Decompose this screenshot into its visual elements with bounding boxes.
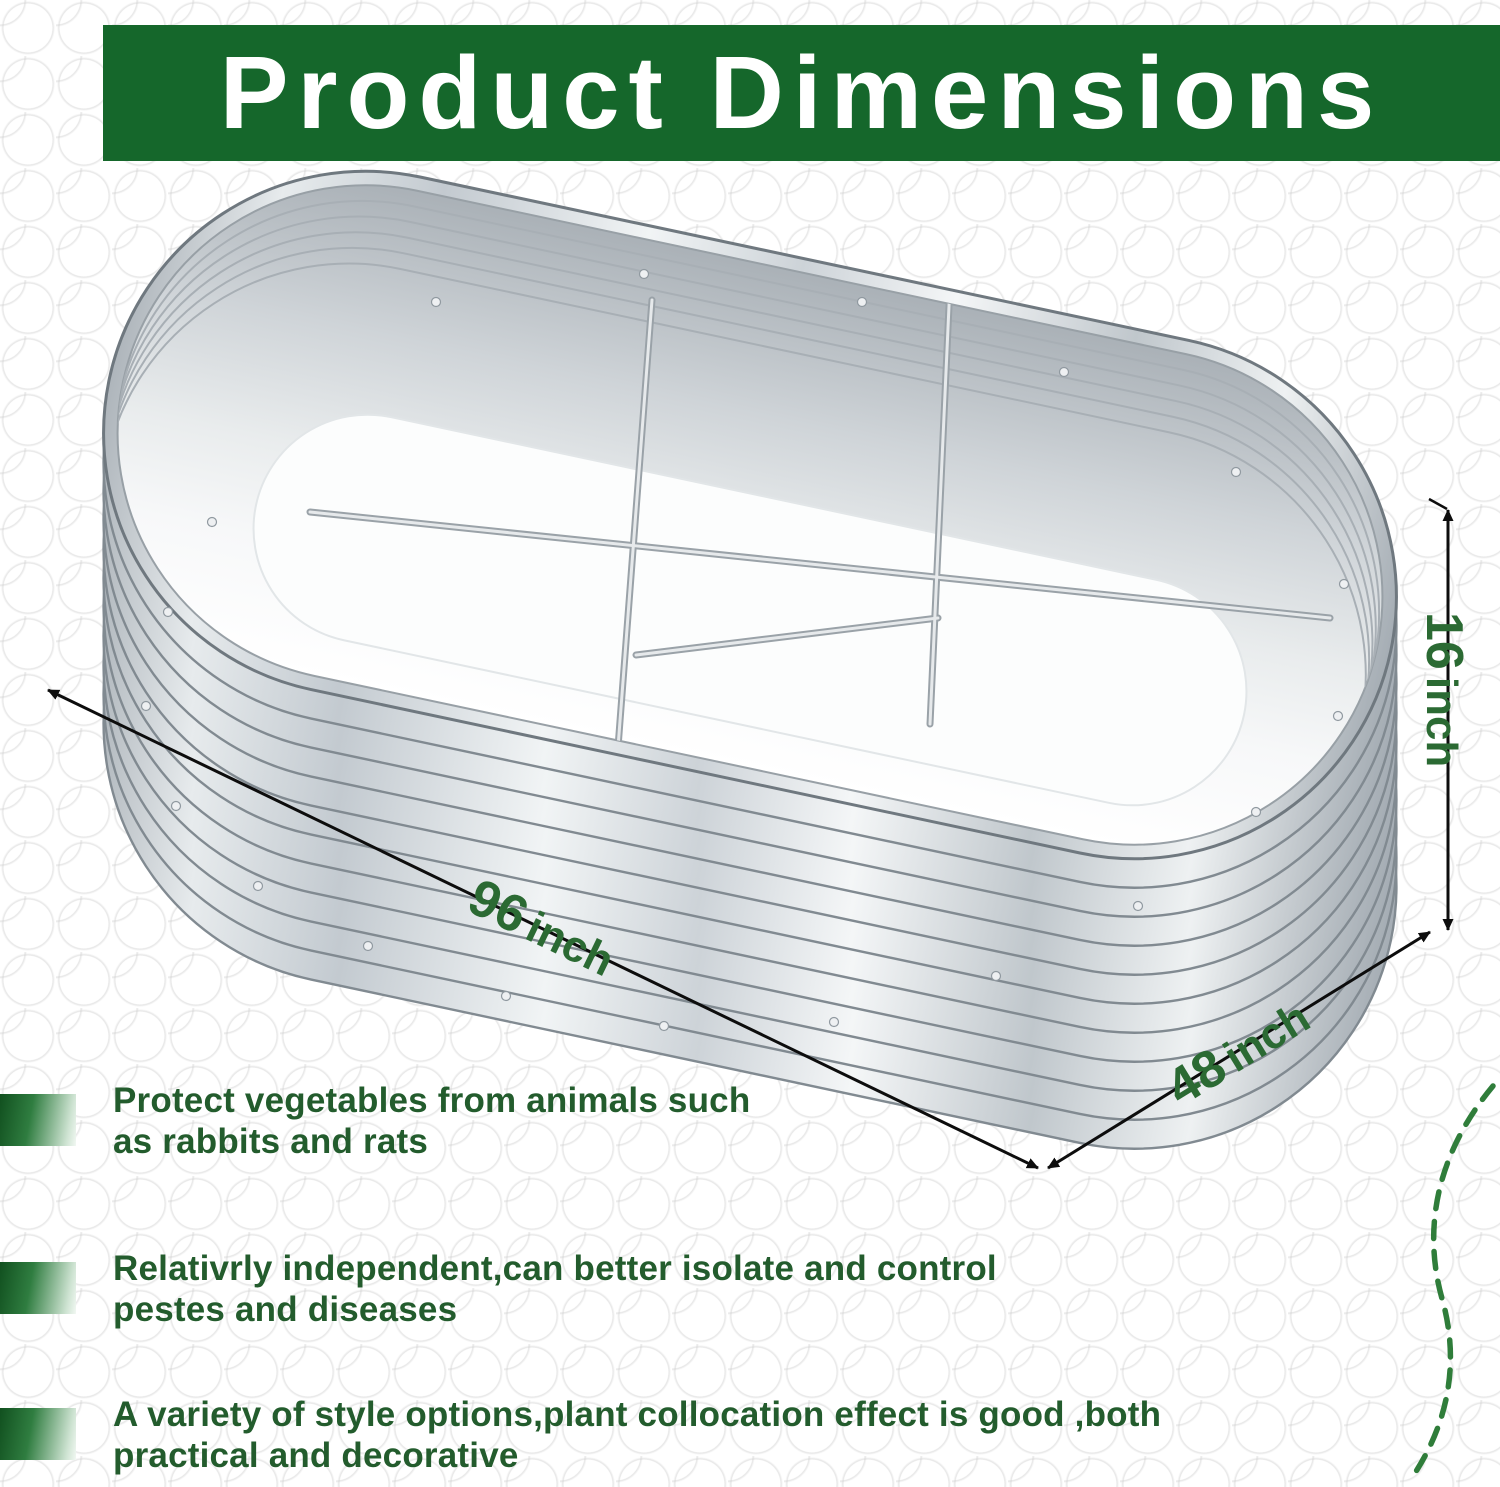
dimension-lines xyxy=(47,497,1454,1170)
garden-bed-cross-braces xyxy=(306,236,1334,804)
dashed-accent-curve xyxy=(1412,1083,1496,1476)
feature-bullet-icon xyxy=(0,1262,76,1314)
feature-item-independent: Relativrly independent,can better isolat… xyxy=(0,1248,1500,1331)
feature-line: as rabbits and rats xyxy=(113,1122,429,1162)
page-title: Product Dimensions xyxy=(219,35,1384,150)
dimension-label-height: 16 inch xyxy=(1414,612,1474,767)
feature-item-style: A variety of style options,plant colloca… xyxy=(0,1394,1500,1477)
height-value: 16 xyxy=(1415,612,1473,670)
feature-text: A variety of style options,plant colloca… xyxy=(113,1394,1500,1477)
feature-line: Protect vegetables from animals such xyxy=(113,1081,751,1120)
feature-line: pestes and diseases xyxy=(113,1290,458,1330)
dimension-line-length xyxy=(47,688,1039,1170)
feature-line: A variety of style options,plant colloca… xyxy=(113,1395,1162,1434)
feature-text: Relativrly independent,can better isolat… xyxy=(113,1248,1500,1331)
header-banner: Product Dimensions xyxy=(103,25,1500,161)
dimension-line-width xyxy=(1047,930,1431,1170)
height-unit: inch xyxy=(1417,676,1466,768)
feature-line: Relativrly independent,can better isolat… xyxy=(113,1249,997,1288)
feature-bullet-icon xyxy=(0,1094,76,1146)
feature-line: practical and decorative xyxy=(113,1436,519,1476)
feature-bullet-icon xyxy=(0,1408,76,1460)
